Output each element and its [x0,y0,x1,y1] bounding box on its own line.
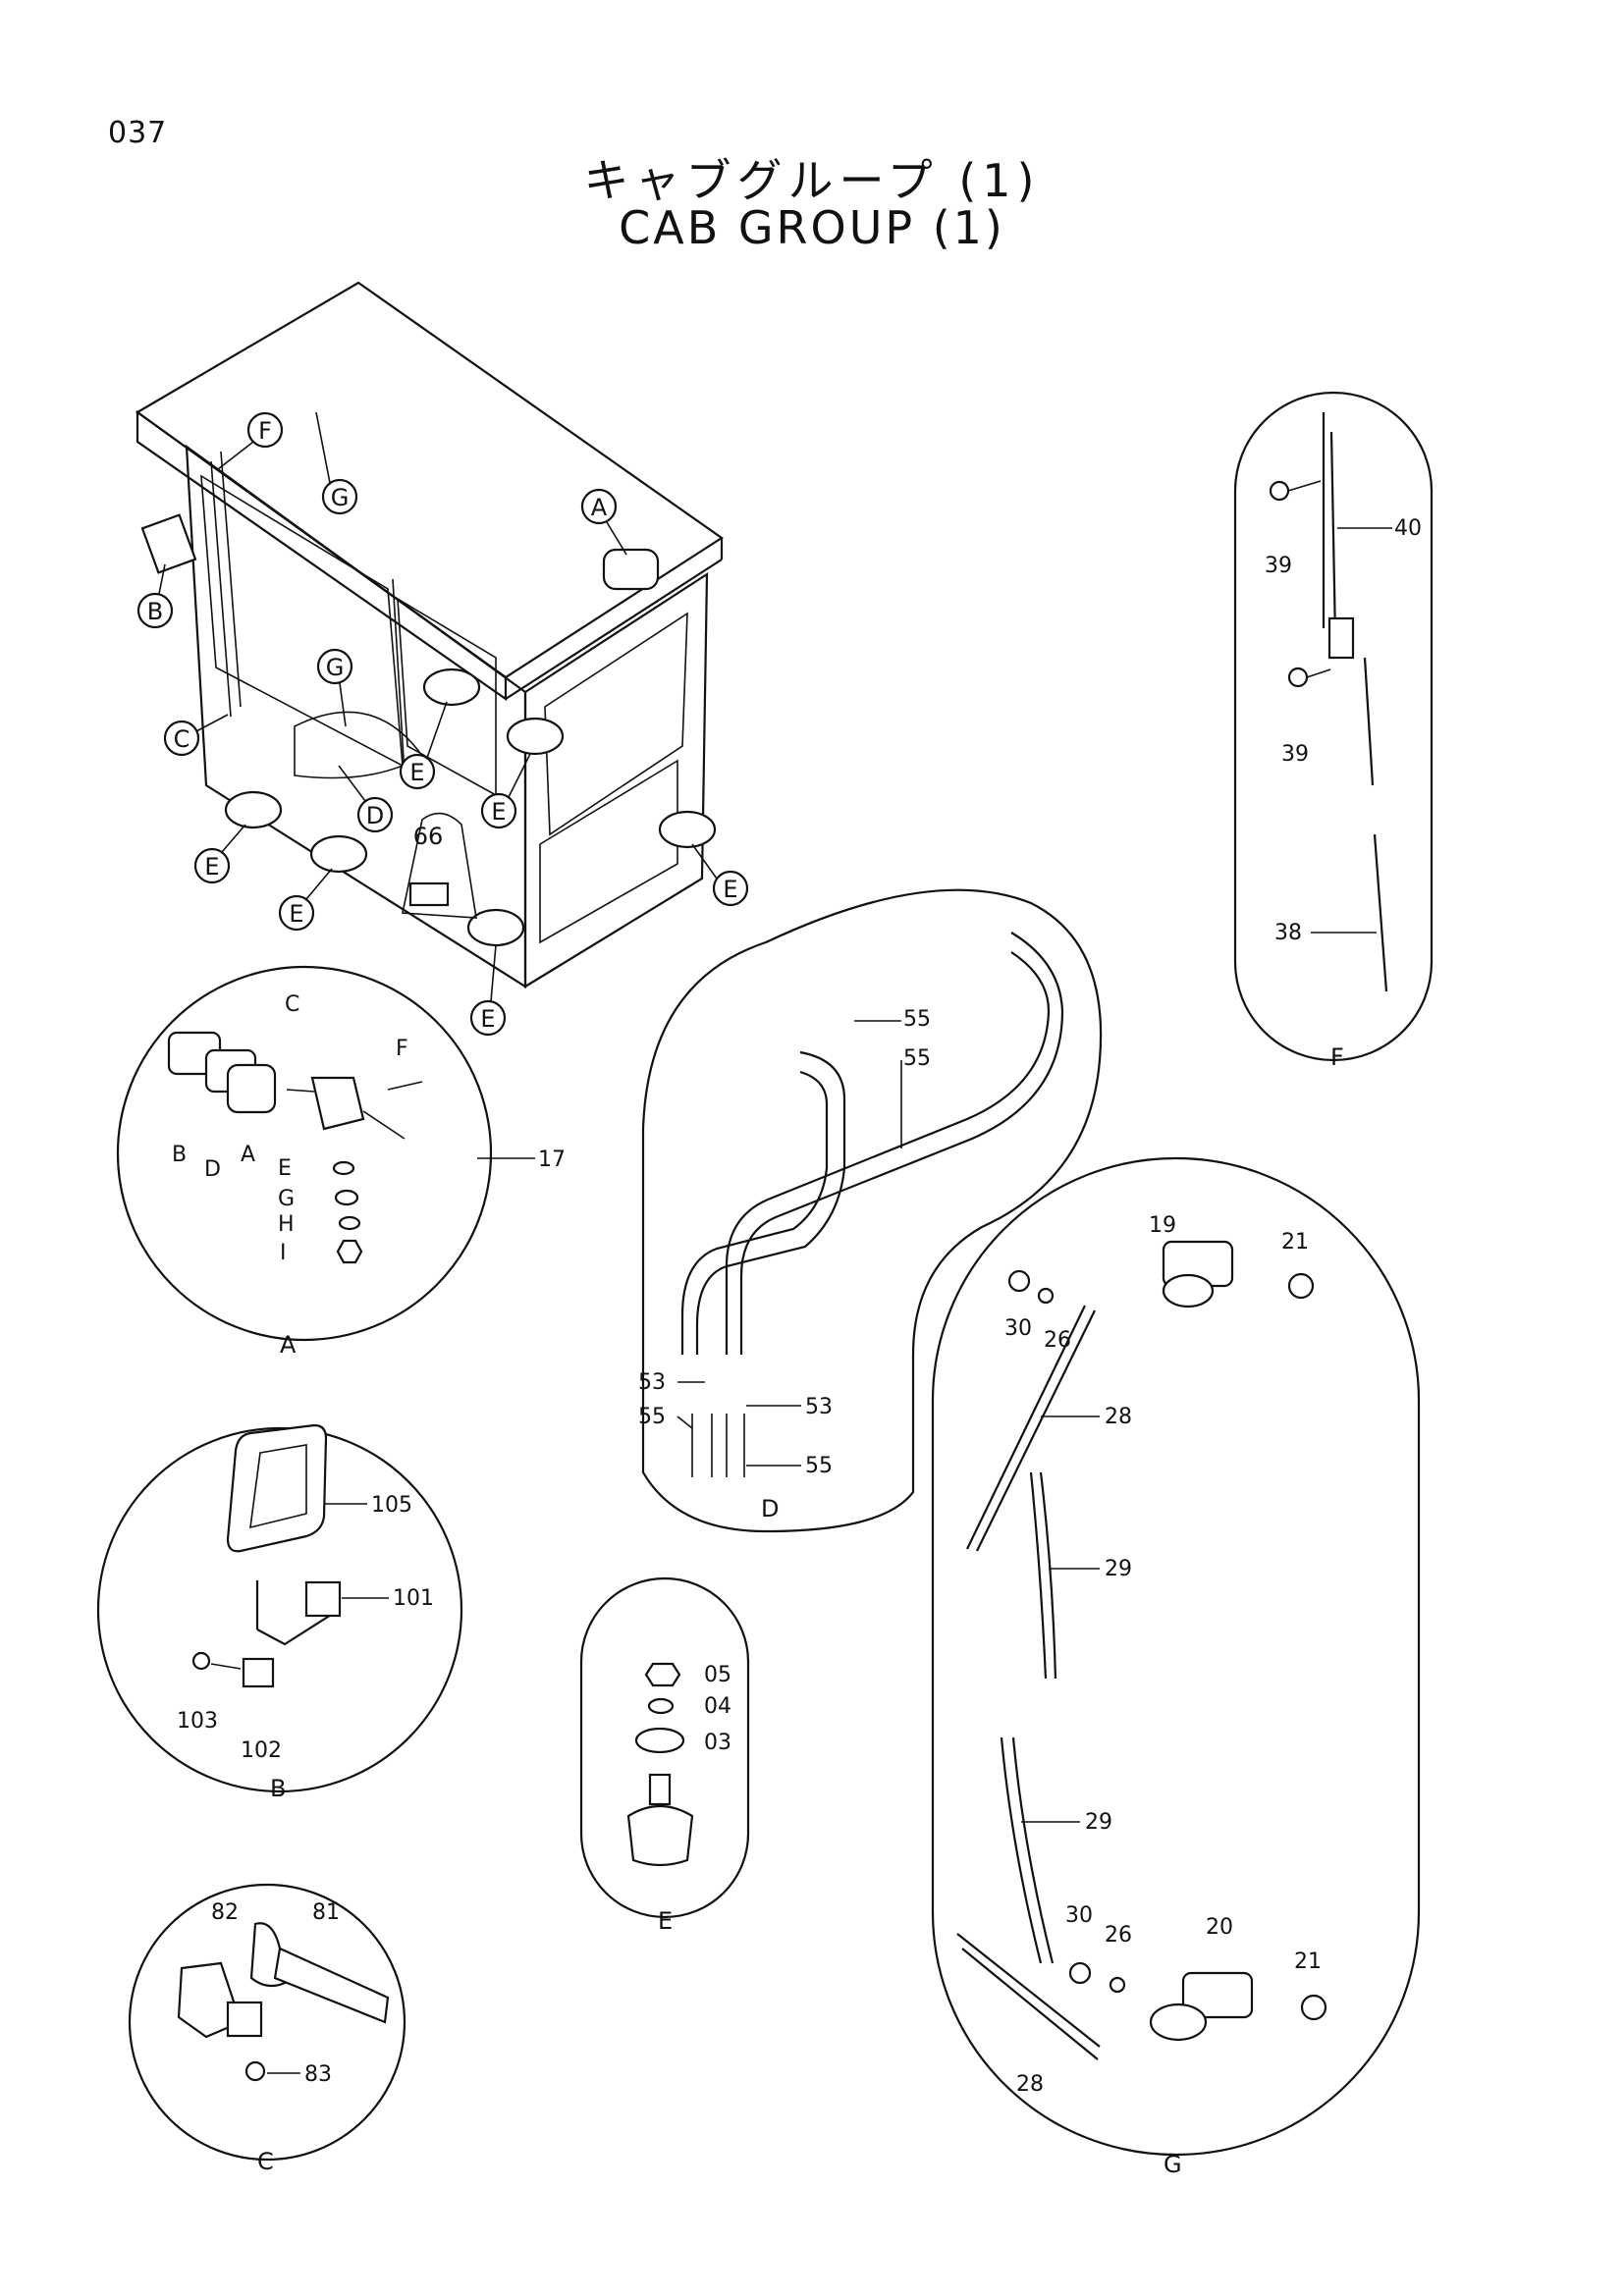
part-03: 03 [704,1731,731,1755]
group-a: C F B D A E G H I 17 A [116,965,566,1359]
part-102: 102 [241,1738,282,1763]
part-28-a: 28 [1105,1405,1132,1429]
svg-text:E: E [409,759,424,786]
callout-d: D [338,765,394,833]
svg-text:E: E [723,876,737,903]
group-g: 19 21 30 26 28 29 29 30 26 20 21 28 G [931,1156,1421,2178]
callout-e-5: E [691,843,749,907]
callout-b: B [136,563,174,629]
label-d: D [204,1157,221,1182]
group-b-label: B [270,1775,286,1802]
svg-text:D: D [366,802,384,829]
page-number: 037 [108,116,168,150]
part-82: 82 [211,1900,239,1925]
svg-text:66: 66 [413,823,444,850]
part-04: 04 [704,1694,731,1719]
part-20: 20 [1206,1915,1233,1940]
part-53-b: 53 [805,1395,833,1419]
part-29-a: 29 [1105,1557,1132,1581]
callout-a: A [580,488,627,556]
part-05: 05 [704,1663,731,1687]
part-101: 101 [393,1586,434,1611]
svg-text:G: G [326,654,345,681]
part-103: 103 [177,1709,218,1734]
part-19: 19 [1149,1213,1176,1238]
svg-text:B: B [147,598,163,625]
callout-g-lower: G [316,648,353,727]
group-d: 55 55 53 53 55 55 D [638,888,1103,1533]
label-e: E [278,1156,292,1181]
svg-text:C: C [174,725,190,753]
part-21-a: 21 [1281,1230,1309,1255]
svg-text:E: E [289,900,303,928]
svg-text:A: A [591,494,608,521]
svg-text:E: E [480,1005,495,1033]
callout-g: G [315,411,358,515]
group-d-label: D [761,1495,779,1522]
label-h: H [278,1212,295,1237]
group-c-label: C [257,2148,274,2175]
part-55-d: 55 [805,1454,833,1478]
part-29-b: 29 [1085,1810,1112,1835]
group-c: 82 81 83 C [128,1883,406,2175]
svg-text:E: E [491,798,506,826]
part-26-a: 26 [1044,1328,1071,1353]
callout-e-6: E [469,944,507,1037]
group-e-label: E [658,1907,673,1935]
part-39-a: 39 [1265,554,1292,578]
label-f: F [396,1037,408,1061]
part-38: 38 [1274,921,1302,945]
part-39-b: 39 [1281,742,1309,767]
svg-text:F: F [258,417,272,445]
group-b: 105 101 103 102 B [96,1423,463,1802]
cab-callouts: F G A B G C D E E E E E E E 66 [136,411,749,1037]
part-53-a: 53 [638,1370,666,1395]
callout-e-3: E [193,824,246,884]
label-b: B [172,1143,187,1167]
part-55-b: 55 [903,1046,931,1071]
title-english: CAB GROUP (1) [619,201,1005,254]
label-c: C [285,992,299,1017]
svg-text:E: E [204,853,219,881]
callout-f: F [217,411,284,470]
part-105: 105 [371,1493,412,1518]
part-21-b: 21 [1294,1949,1322,1974]
callout-c: C [163,714,229,757]
title-japanese: キャブグループ (1) [583,154,1041,207]
part-83: 83 [304,2062,332,2087]
callout-e-2: E [480,753,531,829]
callout-e-4: E [278,868,333,932]
part-55-a: 55 [903,1007,931,1032]
part-40: 40 [1394,516,1422,541]
part-55-c: 55 [638,1405,666,1429]
label-a: A [241,1143,255,1167]
part-30-a: 30 [1004,1316,1032,1341]
label-i: I [280,1241,287,1265]
part-28-b: 28 [1016,2072,1044,2097]
group-f: 40 39 39 38 F [1233,391,1434,1071]
part-30-b: 30 [1065,1903,1093,1928]
part-17: 17 [538,1148,566,1172]
callout-e-1: E [399,701,448,790]
group-a-label: A [280,1331,297,1359]
part-26-b: 26 [1105,1923,1132,1948]
svg-text:G: G [331,484,350,511]
group-f-label: F [1330,1043,1344,1071]
callout-66: 66 [413,823,444,850]
group-e: 05 04 03 E [579,1576,750,1935]
part-81: 81 [312,1900,340,1925]
group-g-label: G [1164,2151,1182,2178]
label-g: G [278,1187,295,1211]
cab-assembly [135,281,724,988]
